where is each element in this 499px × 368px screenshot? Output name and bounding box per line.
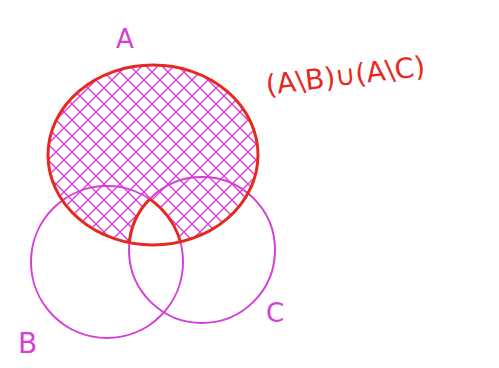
set-expression: (A\B)∪(A\C) xyxy=(264,53,426,100)
region-boundary xyxy=(31,186,183,338)
set-label: A xyxy=(116,26,134,52)
set-b-circle xyxy=(31,186,183,338)
set-label: B xyxy=(18,330,37,358)
region-boundary xyxy=(48,65,258,245)
set-label: C xyxy=(266,300,284,326)
region-boundary xyxy=(129,177,275,323)
